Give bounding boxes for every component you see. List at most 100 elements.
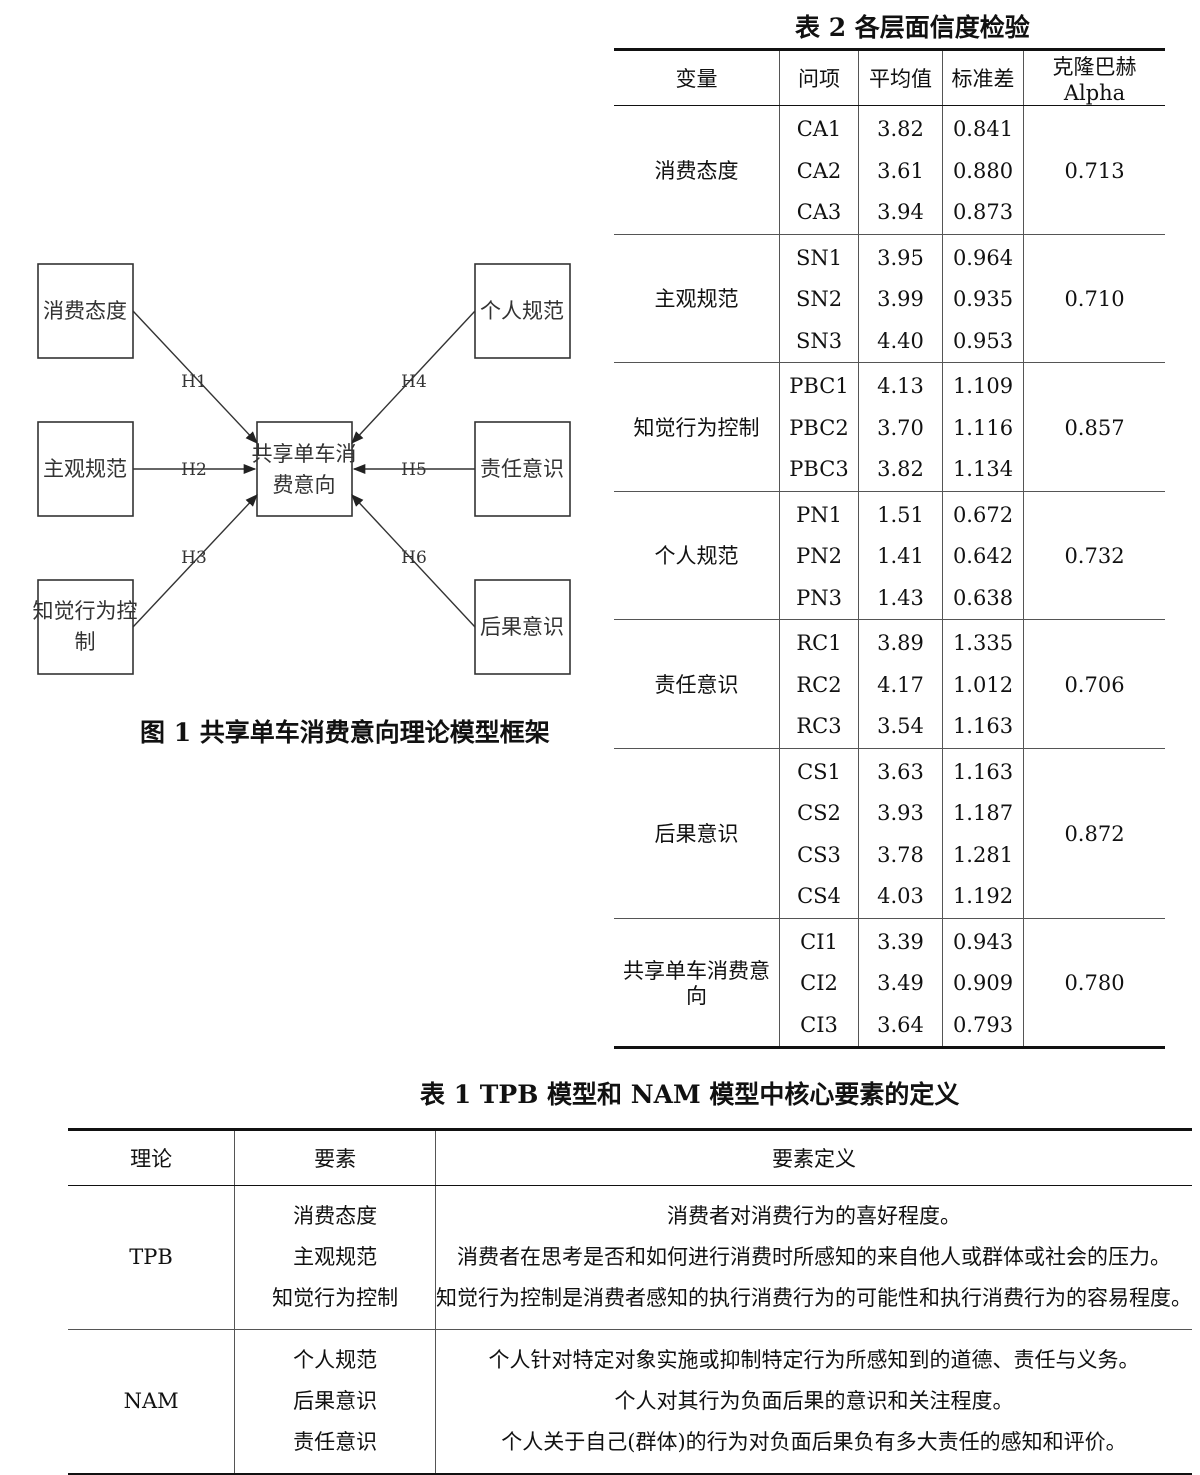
table-row: NAM 个人规范 后果意识 责任意识 个人针对特定对象实施或抑制特定行为所感知到…: [68, 1329, 1192, 1475]
item-cell: CA1: [779, 105, 859, 151]
alpha-cell: 0.780: [1023, 918, 1165, 1048]
variable-cell: 后果意识: [654, 821, 739, 846]
sd-cell: 0.793: [942, 1004, 1024, 1048]
model-framework-diagram: 消费态度 主观规范 知觉行为控 制 个人规范 责任意识 后果意识 共享单车消 费…: [33, 263, 571, 675]
figure-caption: 图 1 共享单车消费意向理论模型框架: [140, 718, 550, 747]
hypothesis-label: H2: [181, 460, 207, 480]
item-cell: SN3: [779, 320, 859, 363]
col-header: 问项: [779, 48, 859, 106]
item-cell: CS3: [779, 834, 859, 876]
variable-cell: 个人规范: [654, 544, 739, 569]
variable-cell: 知觉行为控制: [633, 415, 760, 440]
mean-cell: 3.94: [858, 192, 943, 234]
alpha-cell: 0.857: [1023, 362, 1165, 491]
table-header-row: 理论 要素 要素定义: [68, 1128, 1192, 1186]
hypothesis-label: H3: [181, 548, 207, 568]
sd-cell: 1.281: [942, 834, 1024, 876]
col-header: 克隆巴赫 Alpha: [1023, 48, 1165, 106]
item-cell: RC2: [779, 664, 859, 706]
item-cell: PBC3: [779, 449, 859, 491]
arrow-h4: [351, 310, 476, 444]
sd-cell: 1.187: [942, 793, 1024, 835]
sd-cell: 0.638: [942, 577, 1024, 620]
mean-cell: 1.43: [858, 577, 943, 620]
sd-cell: 1.335: [942, 619, 1024, 665]
alpha-cell: 0.710: [1023, 234, 1165, 363]
theory-cell: NAM: [68, 1329, 235, 1475]
sd-cell: 1.163: [942, 748, 1024, 793]
hypothesis-label: H4: [401, 372, 427, 392]
sd-cell: 0.964: [942, 234, 1024, 279]
element-name: 后果意识: [293, 1389, 378, 1413]
item-cell: SN1: [779, 234, 859, 279]
arrow-h6: [351, 494, 476, 628]
item-cell: PN3: [779, 577, 859, 620]
definitions-cell: 消费者对消费行为的喜好程度。 消费者在思考是否和如何进行消费时所感知的来自他人或…: [435, 1185, 1192, 1330]
element-name: 消费态度: [293, 1204, 378, 1228]
item-cell: CS2: [779, 793, 859, 835]
node-label: 主观规范: [43, 457, 127, 481]
mean-cell: 3.78: [858, 834, 943, 876]
item-cell: CI3: [779, 1004, 859, 1048]
alpha-cell: 0.706: [1023, 619, 1165, 748]
sd-cell: 0.880: [942, 150, 1024, 192]
arrow-h1: [132, 310, 258, 444]
sd-cell: 1.163: [942, 706, 1024, 748]
definition-text: 消费者在思考是否和如何进行消费时所感知的来自他人或群体或社会的压力。: [457, 1245, 1171, 1269]
sd-cell: 0.943: [942, 918, 1024, 963]
col-header: 要素: [234, 1128, 436, 1186]
col-header: 标准差: [942, 48, 1024, 106]
mean-cell: 3.82: [858, 105, 943, 151]
mean-cell: 3.54: [858, 706, 943, 748]
mean-cell: 3.61: [858, 150, 943, 192]
node-label: 后果意识: [480, 615, 564, 639]
definition-text: 知觉行为控制是消费者感知的执行消费行为的可能性和执行消费行为的容易程度。: [436, 1286, 1192, 1310]
item-cell: CI1: [779, 918, 859, 963]
mean-cell: 3.70: [858, 407, 943, 449]
mean-cell: 3.64: [858, 1004, 943, 1048]
node-label: 责任意识: [480, 457, 564, 481]
mean-cell: 3.63: [858, 748, 943, 793]
definition-text: 消费者对消费行为的喜好程度。: [667, 1204, 961, 1228]
mean-cell: 4.17: [858, 664, 943, 706]
item-cell: CI2: [779, 963, 859, 1005]
col-header: 理论: [68, 1128, 235, 1186]
elements-cell: 个人规范 后果意识 责任意识: [234, 1329, 436, 1475]
mean-cell: 4.40: [858, 320, 943, 363]
sd-cell: 0.935: [942, 279, 1024, 321]
sd-cell: 1.192: [942, 876, 1024, 918]
mean-cell: 3.39: [858, 918, 943, 963]
definitions-cell: 个人针对特定对象实施或抑制特定行为所感知到的道德、责任与义务。 个人对其行为负面…: [435, 1329, 1192, 1475]
item-cell: RC3: [779, 706, 859, 748]
item-cell: PBC2: [779, 407, 859, 449]
element-name: 责任意识: [293, 1430, 378, 1454]
node-label: 个人规范: [480, 299, 564, 323]
theory-cell: TPB: [68, 1185, 235, 1330]
alpha-cell: 0.872: [1023, 748, 1165, 918]
item-cell: PN2: [779, 536, 859, 578]
mean-cell: 3.99: [858, 279, 943, 321]
sd-cell: 0.672: [942, 491, 1024, 536]
mean-cell: 3.95: [858, 234, 943, 279]
item-cell: RC1: [779, 619, 859, 665]
node-perceived-control: [37, 579, 134, 675]
variable-cell: 共享单车消费意向: [623, 958, 770, 1008]
